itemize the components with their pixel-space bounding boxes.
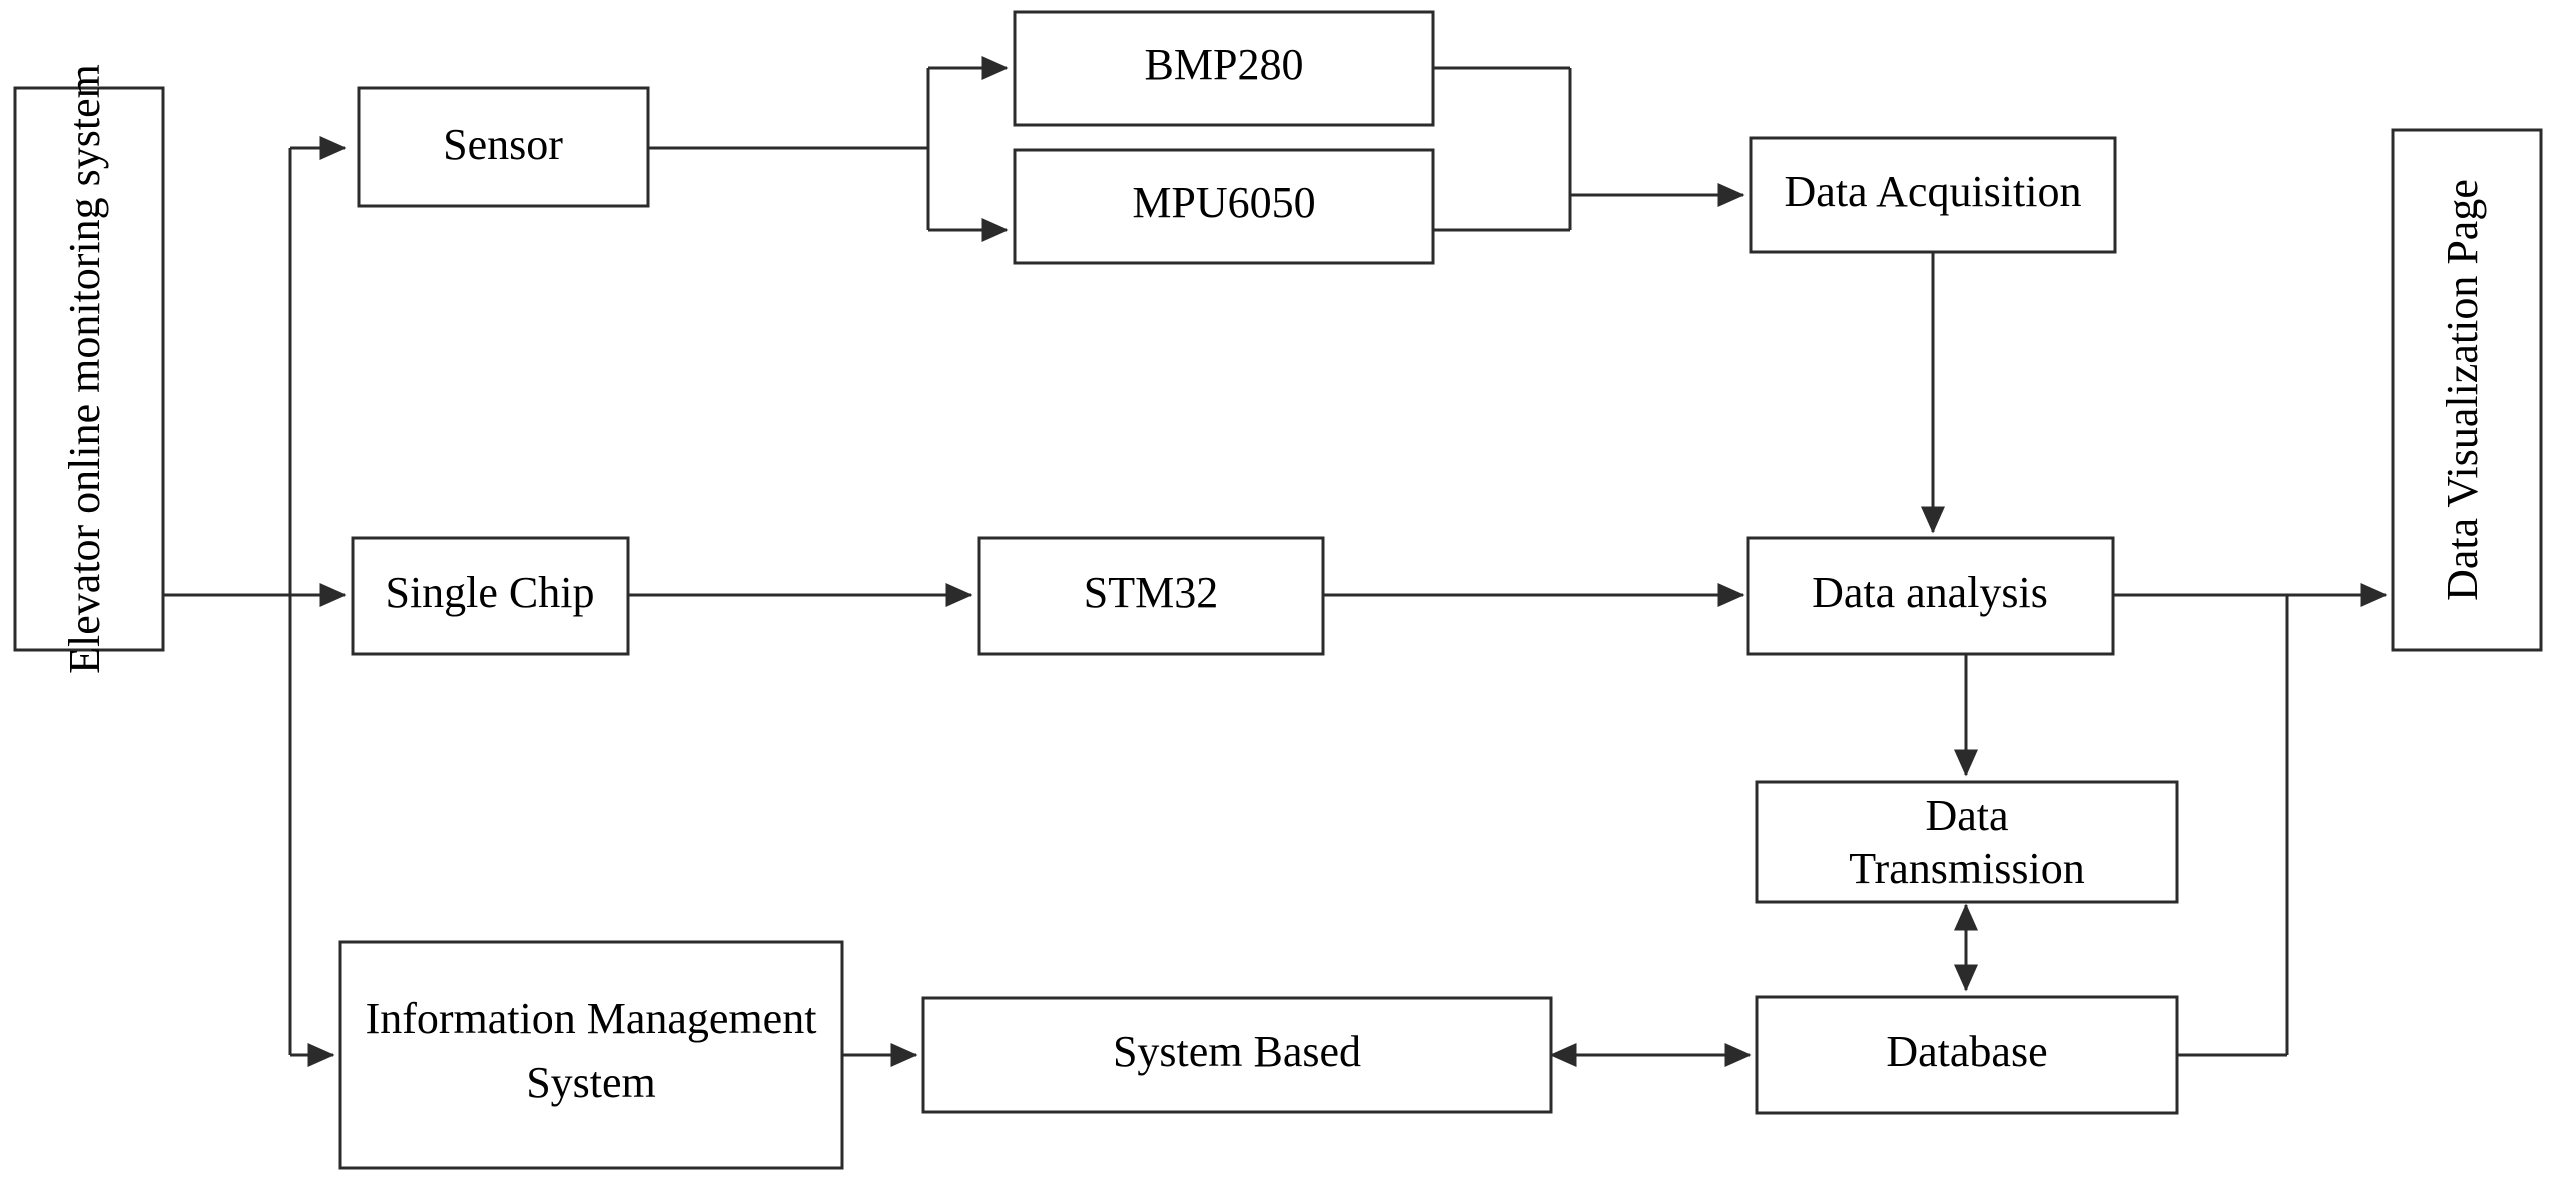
node-stm32[interactable]: STM32 <box>977 536 1325 656</box>
edge-to-data-visualization-page <box>2113 583 2388 1057</box>
node-label-system-based: System Based <box>1113 1027 1361 1076</box>
node-system-based[interactable]: System Based <box>921 996 1553 1114</box>
node-label-sensor: Sensor <box>443 120 563 169</box>
node-label-ims-line2: System <box>526 1058 656 1107</box>
node-database[interactable]: Database <box>1755 995 2179 1115</box>
node-label-data-acquisition: Data Acquisition <box>1785 167 2082 216</box>
node-mpu6050[interactable]: MPU6050 <box>1013 148 1435 265</box>
node-label-mpu6050: MPU6050 <box>1132 178 1315 227</box>
node-label-data-analysis: Data analysis <box>1812 568 2048 617</box>
edge-sensors-to-data-acquisition <box>1433 66 1745 232</box>
node-label-data-visualization-page: Data Visualization Page <box>2438 179 2487 601</box>
node-elevator-online-monitoring-system[interactable]: Elevator online monitoring system <box>13 64 165 674</box>
node-data-visualization-page[interactable]: Data Visualization Page <box>2391 128 2543 652</box>
node-label-data-transmission-line1: Data <box>1925 791 2008 840</box>
node-label-ims-line1: Information Management <box>366 994 817 1043</box>
node-label-bmp280: BMP280 <box>1145 40 1304 89</box>
node-bmp280[interactable]: BMP280 <box>1013 10 1435 127</box>
edge-sensor-split <box>648 68 930 230</box>
node-label-database: Database <box>1886 1027 2047 1076</box>
node-sensor[interactable]: Sensor <box>357 86 650 208</box>
edge-root-trunk <box>163 148 292 1055</box>
node-data-transmission[interactable]: Data Transmission <box>1755 780 2179 904</box>
node-single-chip[interactable]: Single Chip <box>351 536 630 656</box>
node-label-system-root: Elevator online monitoring system <box>60 64 109 674</box>
node-information-management-system[interactable]: Information Management System <box>338 940 844 1170</box>
node-data-acquisition[interactable]: Data Acquisition <box>1749 136 2117 254</box>
node-label-stm32: STM32 <box>1084 568 1218 617</box>
node-label-data-transmission-line2: Transmission <box>1849 844 2085 893</box>
node-label-single-chip: Single Chip <box>385 568 594 617</box>
node-data-analysis[interactable]: Data analysis <box>1746 536 2115 656</box>
